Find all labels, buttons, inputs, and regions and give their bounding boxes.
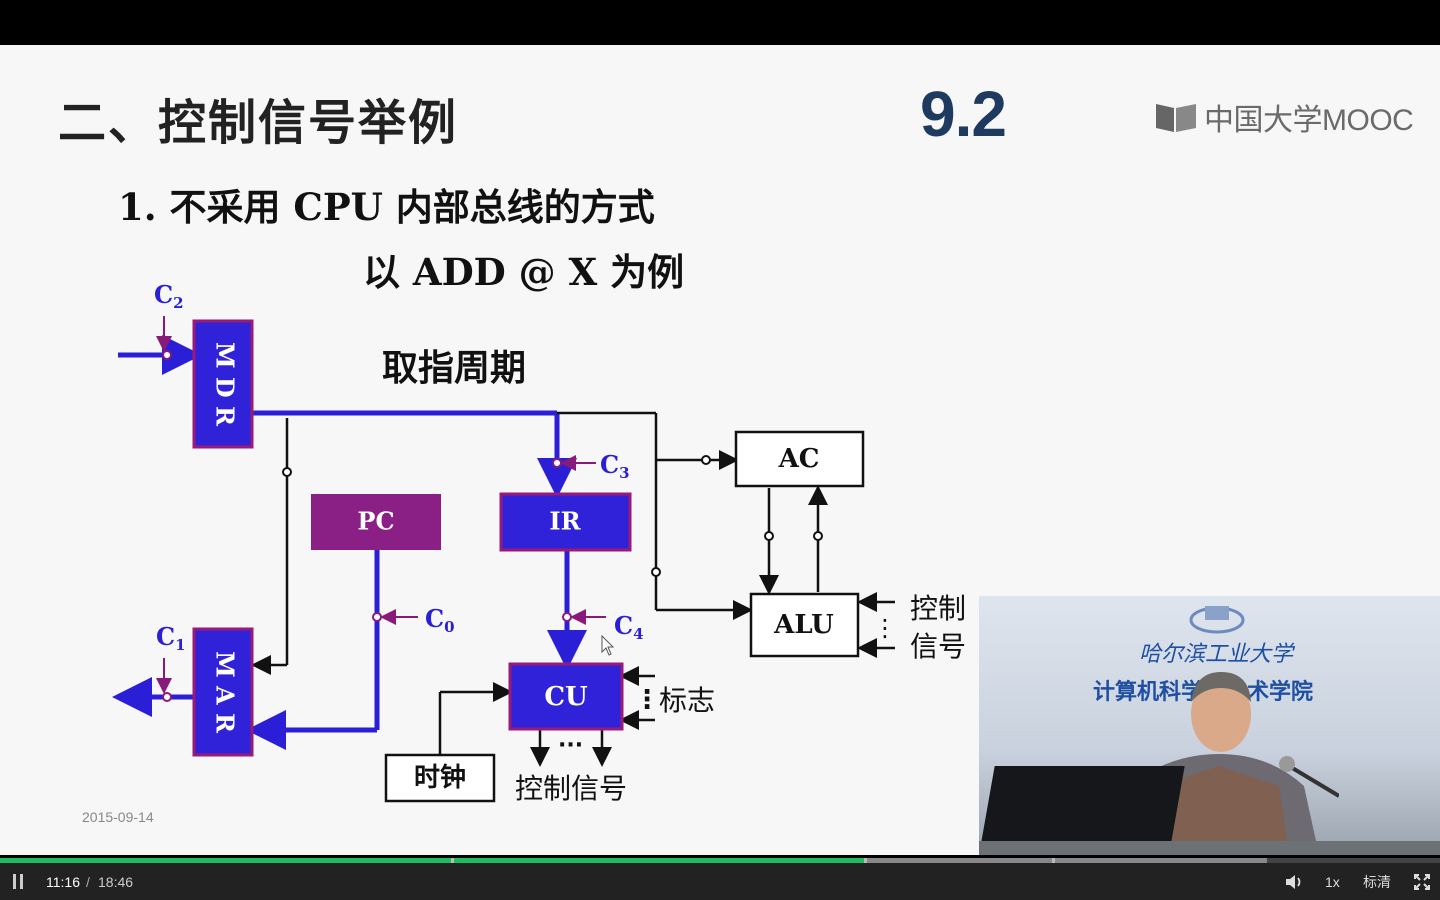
current-time: 11:16 bbox=[46, 873, 80, 890]
slide-title: 二、控制信号举例 bbox=[58, 95, 459, 151]
mooc-logo: 中国大学MOOC bbox=[1154, 95, 1414, 139]
quality-button[interactable]: 标清 bbox=[1363, 873, 1391, 890]
chapter-marker[interactable] bbox=[864, 858, 867, 863]
progress-played bbox=[0, 858, 864, 863]
time-separator: / bbox=[86, 873, 90, 890]
top-black-bar bbox=[0, 0, 1440, 45]
mdr-register: M D R bbox=[192, 319, 254, 449]
alu-control-label-2: 信号 bbox=[910, 630, 966, 663]
signal-c1-label: C1 bbox=[156, 622, 186, 654]
video-progress-bar[interactable] bbox=[0, 858, 1440, 863]
slide-subtitle-1: 1. 不采用 CPU 内部总线的方式 bbox=[118, 185, 655, 229]
junction-nodes bbox=[162, 350, 823, 702]
ir-register: IR bbox=[499, 492, 632, 552]
svg-text:时钟: 时钟 bbox=[414, 762, 466, 793]
playback-speed-button[interactable]: 1x bbox=[1325, 873, 1340, 890]
alu-unit: ALU bbox=[749, 592, 860, 658]
section-number: 9.2 bbox=[920, 78, 1007, 150]
university-emblem-icon bbox=[1189, 606, 1245, 634]
signal-c0-label: C0 bbox=[425, 604, 455, 636]
cu-control-signals-label: 控制信号 bbox=[515, 772, 627, 805]
total-time: 18:46 bbox=[98, 873, 134, 890]
lecture-slide: 二、控制信号举例 9.2 中国大学MOOC 1. 不采用 CPU 内部总线的方式… bbox=[0, 45, 1440, 855]
cu-flag-dots: ⋮ bbox=[634, 685, 660, 715]
mooc-logo-text: 中国大学MOOC bbox=[1204, 104, 1414, 137]
chapter-marker[interactable] bbox=[1052, 858, 1055, 863]
mouse-cursor-icon bbox=[601, 634, 615, 656]
svg-text:M A R: M A R bbox=[211, 651, 240, 734]
cu-unit: CU bbox=[508, 662, 624, 731]
cu-output-dots: ··· bbox=[558, 733, 583, 758]
signal-c2-label: C2 bbox=[154, 280, 184, 312]
svg-text:ALU: ALU bbox=[773, 610, 834, 640]
ac-register: AC bbox=[734, 430, 865, 488]
pc-register: PC bbox=[311, 494, 441, 550]
pause-icon[interactable] bbox=[8, 863, 28, 900]
chapter-marker[interactable] bbox=[451, 858, 454, 863]
alu-input-dots: ⋮ bbox=[873, 614, 897, 642]
signal-c4-label: C4 bbox=[614, 611, 644, 643]
pip-desk bbox=[979, 841, 1440, 855]
fullscreen-icon[interactable] bbox=[1412, 863, 1432, 900]
mar-register: M A R bbox=[192, 627, 254, 757]
lecturer-video-pip: 哈尔滨工业大学 计算机科学与技术学院 bbox=[979, 596, 1440, 855]
volume-icon[interactable] bbox=[1283, 863, 1305, 900]
slide-date: 2015-09-14 bbox=[82, 809, 154, 825]
cpu-datapath-diagram: 取指周期 bbox=[112, 280, 966, 805]
slide-subtitle-2: 以 ADD @ X 为例 bbox=[363, 250, 685, 294]
signal-c3-label: C3 bbox=[600, 450, 630, 482]
control-signal-arrows bbox=[156, 316, 606, 694]
fetch-cycle-label: 取指周期 bbox=[382, 347, 526, 389]
clock-block: 时钟 bbox=[384, 753, 496, 803]
flags-label: 标志 bbox=[659, 684, 715, 717]
svg-text:AC: AC bbox=[778, 444, 820, 474]
blue-buses bbox=[112, 335, 587, 750]
player-control-bar: 11:16 / 18:46 1x 标清 bbox=[0, 863, 1440, 900]
alu-control-label-1: 控制 bbox=[910, 592, 966, 625]
svg-text:CU: CU bbox=[544, 682, 588, 712]
svg-text:M D R: M D R bbox=[211, 342, 240, 427]
mooc-logo-icon bbox=[1156, 104, 1196, 132]
svg-text:IR: IR bbox=[549, 507, 581, 536]
pip-school-name: 哈尔滨工业大学 bbox=[1139, 642, 1294, 667]
svg-text:PC: PC bbox=[357, 507, 394, 536]
